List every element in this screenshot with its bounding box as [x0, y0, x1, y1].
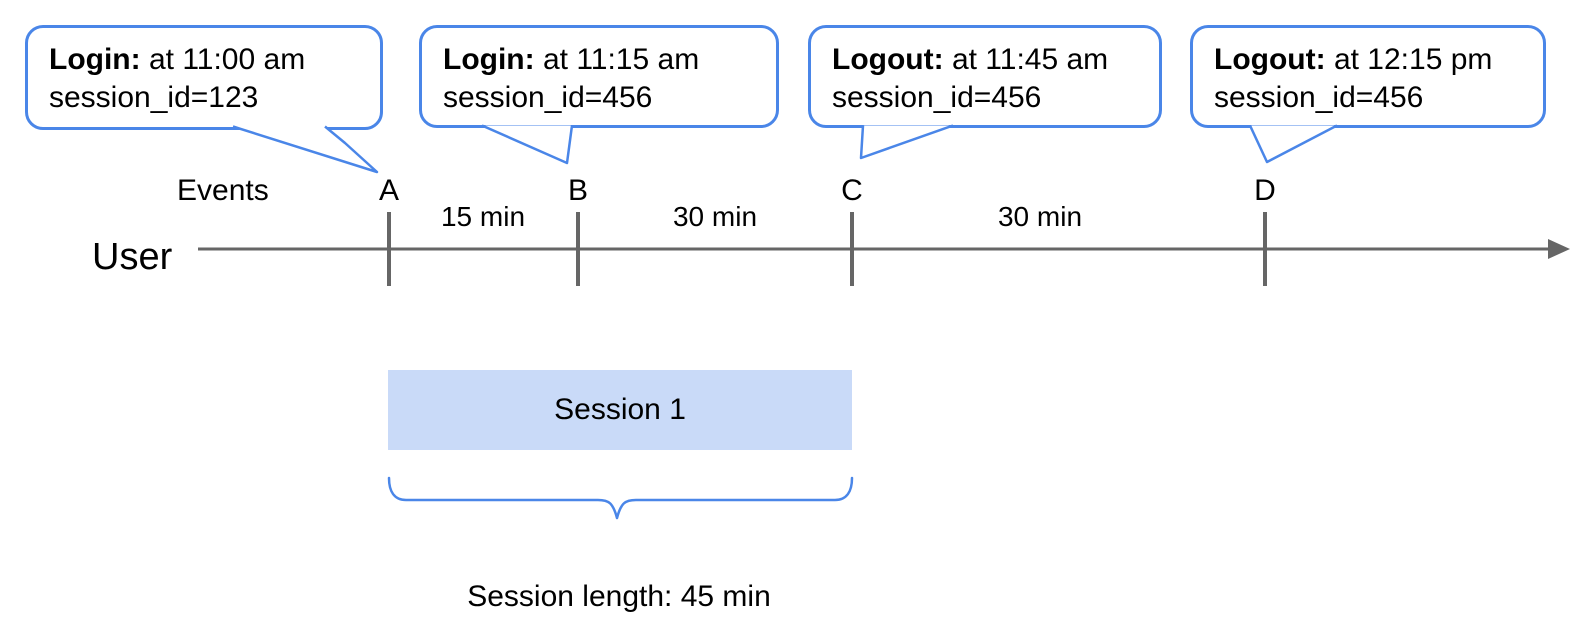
- event-time-label: at 11:15 am: [534, 43, 700, 76]
- callout-tail-d: [1248, 124, 1338, 164]
- event-mark-b: B: [567, 174, 589, 207]
- session-length-brace: [387, 476, 854, 520]
- callout-tail-b: [481, 124, 574, 165]
- interval-c-d: 30 min: [997, 201, 1083, 232]
- event-time-label: at 12:15 pm: [1325, 43, 1493, 76]
- callout-tail-a: [232, 125, 379, 174]
- callout-line2: session_id=456: [443, 81, 653, 114]
- callout-line1: Logout: at 12:15 pm: [1214, 41, 1543, 79]
- event-time-label: at 11:45 am: [943, 43, 1109, 76]
- callout-login-b: Login: at 11:15 am session_id=456: [419, 25, 779, 128]
- event-time-label: at 11:00 am: [140, 43, 306, 76]
- interval-a-b: 15 min: [440, 201, 526, 232]
- event-mark-c: C: [841, 174, 863, 207]
- callout-line2: session_id=456: [832, 81, 1042, 114]
- callout-tail-c: [859, 124, 954, 160]
- user-axis-label: User: [92, 236, 173, 278]
- event-type-label: Login:: [443, 43, 535, 76]
- event-type-label: Logout:: [1214, 43, 1326, 76]
- event-type-label: Login:: [49, 43, 141, 76]
- event-mark-a: A: [378, 174, 400, 207]
- interval-b-c: 30 min: [672, 201, 758, 232]
- callout-line1: Logout: at 11:45 am: [832, 41, 1159, 79]
- session-length-label: Session length: 45 min: [467, 580, 771, 613]
- session-1-label: Session 1: [554, 393, 686, 426]
- event-mark-d: D: [1254, 174, 1276, 207]
- callout-line2: session_id=123: [49, 81, 259, 114]
- timeline-arrowhead-icon: [1548, 239, 1570, 259]
- event-type-label: Logout:: [832, 43, 944, 76]
- callout-logout-c: Logout: at 11:45 am session_id=456: [808, 25, 1162, 128]
- callout-line2: session_id=456: [1214, 81, 1424, 114]
- callout-line1: Login: at 11:00 am: [49, 41, 380, 79]
- callout-logout-d: Logout: at 12:15 pm session_id=456: [1190, 25, 1546, 128]
- callout-login-a: Login: at 11:00 am session_id=123: [25, 25, 383, 130]
- events-row-label: Events: [177, 174, 269, 207]
- callout-line1: Login: at 11:15 am: [443, 41, 776, 79]
- session-1-box: Session 1: [388, 370, 852, 450]
